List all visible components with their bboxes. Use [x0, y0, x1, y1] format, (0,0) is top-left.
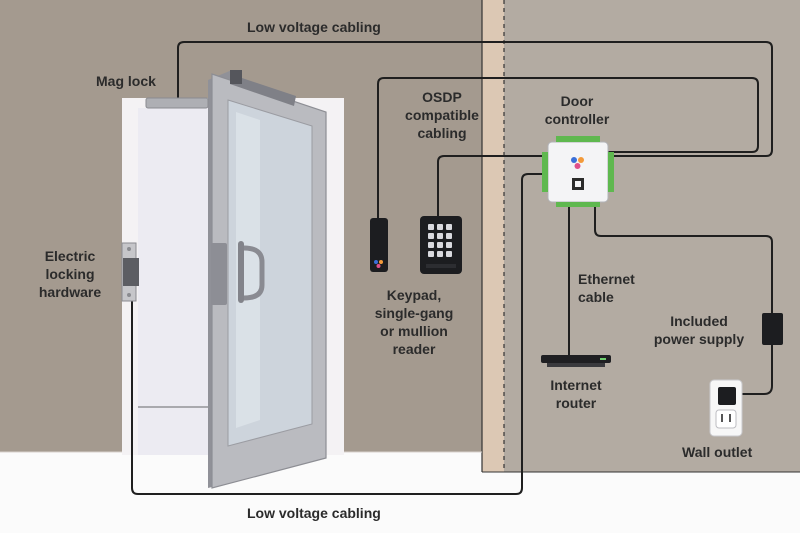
controller-logo-orange [578, 157, 584, 163]
cable-osdp-to-controller [377, 77, 759, 219]
controller-terminals-top [556, 136, 600, 142]
wall-outlet-label: Wall outlet [682, 444, 753, 460]
door-opening [138, 108, 216, 455]
internet-router [541, 355, 611, 367]
keypad-key [428, 224, 434, 230]
cable-lock-to-controller [131, 173, 549, 495]
osdp-line-3: cabling [417, 125, 467, 141]
controller-terminals-left [542, 152, 548, 192]
internet-router-line-1: Internet [550, 377, 602, 393]
ethernet-line-2: cable [578, 289, 614, 305]
router-led [600, 358, 606, 360]
osdp-line-1: OSDP [422, 89, 462, 105]
controller-terminals-bottom [556, 202, 600, 207]
floor-right [482, 472, 800, 533]
electric-locking-line-3: hardware [38, 284, 102, 300]
pull-handle-bar [238, 241, 244, 303]
keypad-key [428, 242, 434, 248]
door-controller [542, 136, 614, 207]
keypad-key [437, 251, 443, 257]
strike-screw-bottom [127, 293, 131, 297]
bottom-cabling-label: Low voltage cabling [247, 505, 381, 521]
wall-trim [482, 0, 504, 472]
cable-power [594, 199, 773, 314]
controller-logo-pink [574, 163, 581, 169]
door-controller-label: Door controller [532, 92, 622, 128]
router-base [547, 363, 605, 367]
brand-dot-pink [376, 264, 381, 268]
door-leaf [208, 70, 327, 489]
power-supply-line-1: Included [670, 313, 728, 329]
keypad-key [446, 242, 452, 248]
electric-locking-label: Electric locking hardware [30, 247, 110, 301]
osdp-line-2: compatible [405, 107, 479, 123]
ethernet-label: Ethernet cable [578, 270, 635, 306]
electric-strike [121, 242, 139, 302]
keypad-key [437, 233, 443, 239]
cable-lines [131, 41, 773, 495]
power-supply-line-2: power supply [653, 331, 745, 347]
power-supply-body [762, 313, 783, 345]
brand-dot-blue [374, 260, 378, 264]
wall-outlet [709, 379, 743, 437]
power-supply [762, 313, 783, 345]
brand-dot-orange [379, 260, 383, 264]
controller-terminals-right [608, 152, 614, 192]
outlet-socket [715, 409, 737, 429]
floor-threshold [138, 406, 216, 408]
mullion-reader [370, 218, 388, 272]
keypad-key [437, 242, 443, 248]
ethernet-line-1: Ethernet [578, 271, 635, 287]
keypad-reader [420, 216, 462, 274]
mag-lock-plate [230, 70, 242, 84]
outlet-slot-right [729, 414, 731, 422]
mag-lock-label: Mag lock [96, 73, 156, 89]
cable-power-plug [737, 344, 773, 395]
controller-logo-blue [571, 157, 577, 163]
keypad-reader-line-3: or mullion [380, 323, 448, 339]
cable-keypad-to-controller [437, 155, 549, 219]
router-body [541, 355, 611, 363]
keypad-keys [428, 224, 452, 257]
door-glass-highlight [236, 112, 260, 428]
controller-qr-inner [575, 181, 581, 187]
keypad-reader-label: Keypad, single-gang or mullion reader [360, 286, 468, 358]
keypad-key [446, 224, 452, 230]
door-controller-line-2: controller [544, 111, 610, 127]
strike-screw-top [127, 247, 131, 251]
top-cabling-label: Low voltage cabling [247, 19, 381, 35]
keypad-key [437, 224, 443, 230]
outlet-slot-left [721, 414, 723, 422]
keypad-reader-line-2: single-gang [374, 305, 454, 321]
keypad-key [428, 251, 434, 257]
power-supply-label: Included power supply [644, 312, 754, 348]
keypad-key [428, 233, 434, 239]
keypad-reader-line-4: reader [392, 341, 436, 357]
pull-handle-grip [243, 245, 265, 301]
internet-router-line-2: router [555, 395, 597, 411]
osdp-label: OSDP compatible cabling [388, 88, 496, 142]
internet-router-label: Internet router [536, 376, 616, 412]
handle-mount [211, 243, 227, 305]
cable-maglock-to-controller [177, 41, 773, 157]
mullion-reader-body [370, 218, 388, 272]
mag-lock-body [145, 97, 209, 109]
keypad-key [446, 251, 452, 257]
keypad-brand-strip [426, 264, 456, 268]
keypad-key [446, 233, 452, 239]
electric-locking-line-2: locking [45, 266, 95, 282]
electric-locking-line-1: Electric [44, 248, 96, 264]
strike-body [123, 258, 139, 286]
mag-lock-armature [230, 74, 296, 106]
keypad-reader-line-1: Keypad, [386, 287, 442, 303]
controller-body [547, 141, 609, 203]
door-controller-line-1: Door [560, 93, 594, 109]
plug-head [718, 387, 736, 405]
